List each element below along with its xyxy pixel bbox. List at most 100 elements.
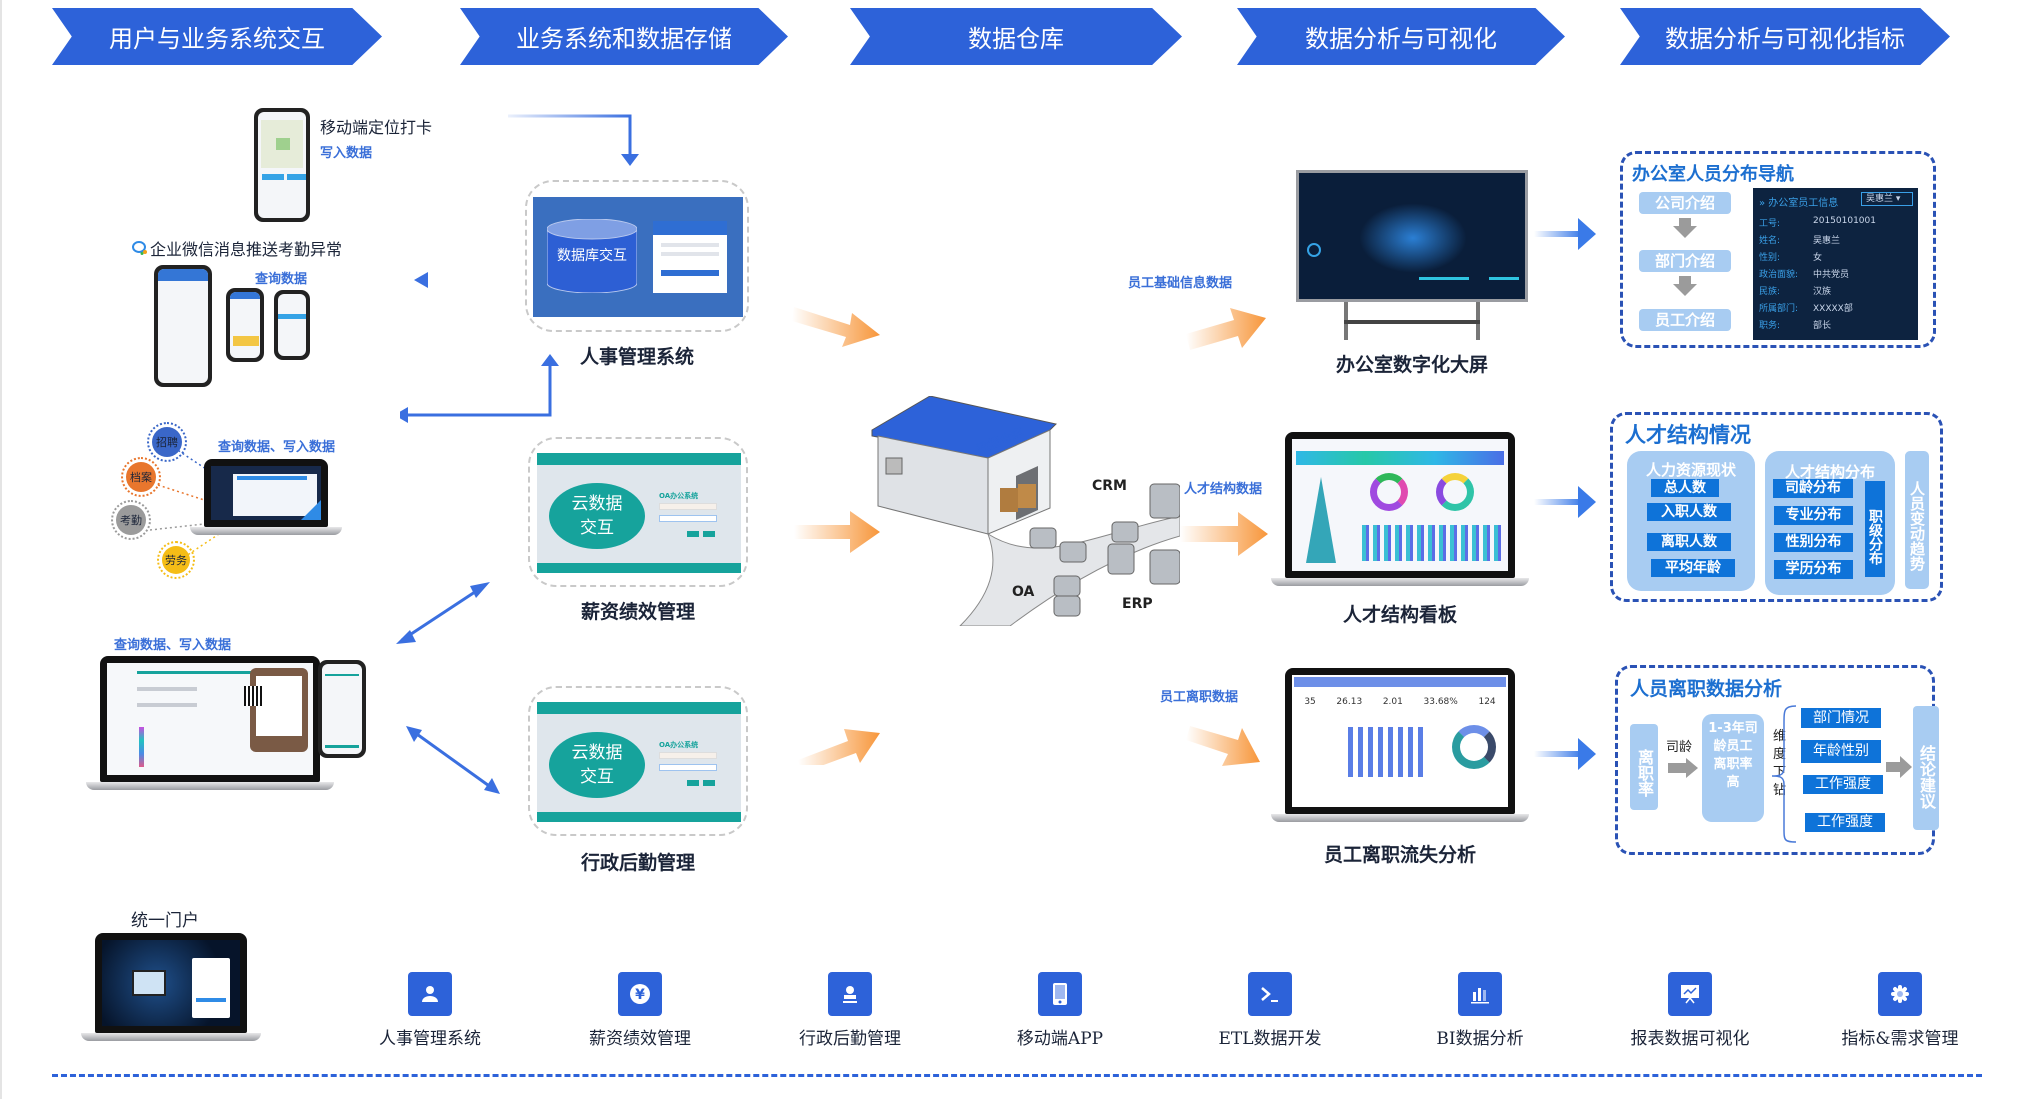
kpi-value: 35 bbox=[1304, 697, 1316, 707]
tool-metrics-requirements[interactable]: 指标&需求管理 bbox=[1815, 972, 1985, 1049]
step-company[interactable]: 公司介绍 bbox=[1639, 192, 1731, 214]
tv-screen bbox=[1296, 170, 1528, 302]
metric-average-age[interactable]: 平均年龄 bbox=[1651, 559, 1735, 577]
step-employee[interactable]: 员工介绍 bbox=[1639, 309, 1731, 331]
laptop-base bbox=[190, 527, 342, 535]
payroll-card[interactable]: 云数据交互 OA办公系统 bbox=[528, 437, 748, 587]
form-field bbox=[137, 687, 197, 691]
talent-structure-box: 人才结构情况 人力资源现状 总人数 入职人数 离职人数 平均年龄 人才结构分布 … bbox=[1610, 412, 1943, 602]
stage-analysis-visualization: 数据分析与可视化 bbox=[1237, 8, 1565, 65]
office-nav-box: 办公室人员分布导航 公司介绍 部门介绍 员工介绍 » 办公室员工信息 吴惠兰 ▾… bbox=[1620, 151, 1936, 348]
dim-age-gender[interactable]: 年龄性别 bbox=[1801, 740, 1881, 763]
dim-workload-2[interactable]: 工作强度 bbox=[1805, 813, 1885, 832]
reset-button bbox=[703, 531, 715, 537]
bubble-attendance: 考勤 bbox=[111, 500, 151, 540]
portal-title: 统一门户 bbox=[131, 911, 199, 931]
dim-workload[interactable]: 工作强度 bbox=[1803, 775, 1883, 794]
bubble-label: 招聘 bbox=[156, 436, 178, 449]
attrition-laptop: 35 26.13 2.01 33.68% 124 bbox=[1271, 668, 1529, 822]
metric-grade-dist[interactable]: 职级分布 bbox=[1865, 481, 1885, 577]
hr-system-card[interactable]: 数据库交互 bbox=[525, 180, 749, 332]
wechat-push-title: 企业微信消息推送考勤异常 bbox=[150, 240, 343, 259]
attrition-rate[interactable]: 离职率 bbox=[1630, 724, 1658, 810]
portal-laptop bbox=[81, 933, 261, 1041]
form-field bbox=[137, 703, 197, 707]
stage-label: 数据分析与可视化指标 bbox=[1665, 25, 1905, 53]
tool-report-visualization[interactable]: 报表数据可视化 bbox=[1605, 972, 1775, 1049]
app-titlebar bbox=[237, 476, 307, 480]
login-button bbox=[687, 780, 699, 786]
big-screen-title: 办公室数字化大屏 bbox=[1335, 354, 1488, 376]
bracket bbox=[1768, 704, 1798, 848]
login-form bbox=[653, 221, 727, 293]
talent-distribution-group: 人才结构分布 司龄分布 专业分布 性别分布 学历分布 职级分布 bbox=[1765, 451, 1895, 595]
field-key: 民族: bbox=[1759, 287, 1781, 297]
attrition-bar-chart bbox=[1348, 727, 1428, 777]
employee-info-panel: » 办公室员工信息 吴惠兰 ▾ 工号:20150101001 姓名:吴惠兰 性别… bbox=[1753, 188, 1918, 340]
qr-result-phone bbox=[318, 660, 366, 758]
kpi-value: 124 bbox=[1478, 697, 1496, 707]
field-row: 民族:汉族 bbox=[1759, 284, 1914, 301]
field-key: 所属部门: bbox=[1759, 304, 1799, 314]
donut-chart bbox=[1436, 473, 1474, 511]
flow-label-basic-info: 员工基础信息数据 bbox=[1128, 276, 1233, 291]
tool-mobile-app[interactable]: 移动端APP bbox=[975, 972, 1145, 1049]
right-arrow-icon bbox=[1668, 758, 1698, 782]
hand-scanning-phone-icon bbox=[244, 668, 308, 752]
conclusion-box[interactable]: 结论建议 bbox=[1913, 706, 1939, 830]
form-bar bbox=[325, 674, 359, 676]
tool-label: 薪资绩效管理 bbox=[589, 1029, 691, 1049]
metric-tenure-dist[interactable]: 司龄分布 bbox=[1773, 479, 1853, 498]
metric-major-dist[interactable]: 专业分布 bbox=[1774, 506, 1853, 525]
metric-total-headcount[interactable]: 总人数 bbox=[1651, 479, 1719, 497]
bottom-divider bbox=[52, 1074, 1982, 1077]
blue-flow-arrows bbox=[400, 114, 639, 423]
login-button bbox=[687, 531, 699, 537]
panel-title-text: 办公室员工信息 bbox=[1768, 198, 1839, 209]
flow-label-attrition: 员工离职数据 bbox=[1160, 690, 1239, 705]
tenure-arrow-label: 司龄 bbox=[1666, 740, 1693, 755]
admin-logistics-card[interactable]: 云数据交互 OA办公系统 bbox=[528, 686, 748, 836]
app-header bbox=[158, 269, 208, 281]
tool-etl[interactable]: ETL数据开发 bbox=[1185, 972, 1355, 1049]
password-field bbox=[659, 764, 717, 771]
tool-hr-system[interactable]: 人事管理系统 bbox=[345, 972, 515, 1049]
finding-box[interactable]: 1-3年司龄员工离职率高 bbox=[1702, 714, 1764, 822]
bubble-label: 档案 bbox=[130, 471, 152, 484]
bubble-recruit: 招聘 bbox=[147, 422, 187, 462]
bar-chart bbox=[1362, 525, 1502, 561]
metric-education-dist[interactable]: 学历分布 bbox=[1774, 560, 1853, 579]
metric-hires[interactable]: 入职人数 bbox=[1647, 503, 1731, 521]
wechat-phone-2 bbox=[226, 288, 264, 362]
tool-payroll[interactable]: ¥ 薪资绩效管理 bbox=[555, 972, 725, 1049]
employee-select[interactable]: 吴惠兰 ▾ bbox=[1861, 192, 1913, 206]
source-erp: ERP bbox=[1122, 596, 1153, 612]
dashboard-header bbox=[1294, 677, 1506, 687]
field-key: 性别: bbox=[1759, 253, 1781, 263]
password-field bbox=[659, 515, 717, 522]
form-bar bbox=[137, 671, 293, 674]
metric-gender-dist[interactable]: 性别分布 bbox=[1774, 533, 1853, 552]
wechat-phone-3 bbox=[274, 290, 310, 360]
cloud-label: 云数据交互 bbox=[571, 743, 623, 787]
stage-indicators: 数据分析与可视化指标 bbox=[1620, 8, 1950, 65]
attrition-analysis-box: 人员离职数据分析 离职率 司龄 1-3年司龄员工离职率高 维度下钻 部门情况 年… bbox=[1615, 665, 1939, 855]
map-park bbox=[276, 138, 290, 150]
talent-dist-title: 人才结构分布 bbox=[1784, 463, 1875, 481]
metric-leavers[interactable]: 离职人数 bbox=[1647, 533, 1731, 551]
password-field bbox=[661, 252, 719, 256]
phone-screen bbox=[256, 676, 302, 736]
kpi-value: 2.01 bbox=[1382, 697, 1403, 707]
stamp-user-icon bbox=[828, 972, 872, 1016]
tool-bi-analysis[interactable]: BI数据分析 bbox=[1395, 972, 1565, 1049]
tool-admin-logistics[interactable]: 行政后勤管理 bbox=[765, 972, 935, 1049]
username-field bbox=[661, 243, 719, 247]
metric-staff-trend[interactable]: 人员变动趋势 bbox=[1905, 451, 1929, 589]
step-department[interactable]: 部门介绍 bbox=[1639, 250, 1731, 272]
field-value: 吴惠兰 bbox=[1813, 236, 1841, 246]
office-big-screen bbox=[1296, 170, 1528, 342]
top-bar bbox=[537, 453, 741, 465]
dim-department[interactable]: 部门情况 bbox=[1801, 708, 1881, 728]
field-value: 20150101001 bbox=[1813, 216, 1876, 226]
checkin-button bbox=[262, 174, 284, 180]
